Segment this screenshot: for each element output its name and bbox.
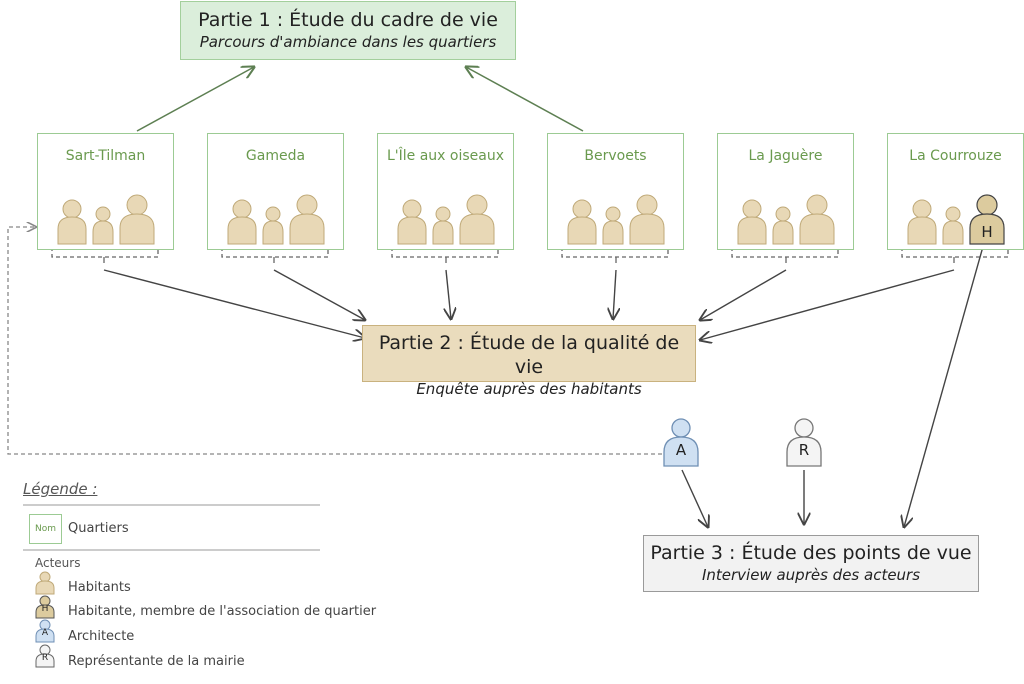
legend-actors-heading: Acteurs (35, 556, 81, 570)
arrow-sart-tilman-to-part1 (136, 67, 254, 132)
legend-representante-icon (35, 644, 55, 668)
part2-subtitle: Enquête auprès des habitants (416, 380, 642, 398)
habitants-group: H (907, 194, 1005, 245)
habitants-group (57, 194, 155, 245)
legend-habitante-icon (35, 595, 55, 619)
arrow-q5-to-part2 (700, 269, 787, 320)
part2-title: Partie 2 : Étude de la qualité de vie (378, 332, 680, 378)
quartier-box: La Jaguère (717, 133, 854, 250)
representante-letter: R (798, 441, 810, 459)
quartier-label: La Jaguère (748, 148, 823, 164)
quartier-box: Bervoets (547, 133, 684, 250)
quartier-label: Sart-Tilman (65, 148, 146, 164)
arrow-q1-to-part2 (103, 269, 365, 338)
habitante-letter: H (981, 223, 992, 241)
legend-architecte-icon (35, 619, 55, 643)
arrow-habitante-to-part3 (904, 242, 985, 527)
part3-box: Partie 3 : Étude des points de vue Inter… (643, 535, 979, 592)
arrow-q4-to-part2 (613, 269, 616, 319)
quartier-label: Gameda (245, 148, 306, 164)
legend-representante-label: Représentante de la mairie (68, 654, 245, 669)
legend-architecte-letter: A (41, 628, 49, 638)
legend-representante-letter: R (41, 653, 49, 663)
quartier-label: La Courrouze (909, 148, 1002, 164)
quartier-box: La Courrouze H (887, 133, 1024, 250)
arrow-q2-to-part2 (273, 269, 365, 320)
quartier-label: Bervoets (584, 148, 647, 164)
legend-title: Légende : (23, 480, 98, 498)
part3-title: Partie 3 : Étude des points de vue (650, 542, 972, 564)
legend-architecte-label: Architecte (68, 629, 135, 644)
quartier-box: Gameda (207, 133, 344, 250)
arrow-q6-to-part2 (700, 269, 955, 340)
legend-habitante-letter: H (41, 604, 49, 614)
habitant-brackets (51, 247, 1009, 258)
legend-nom-sample: Nom (29, 514, 62, 544)
part1-subtitle: Parcours d'ambiance dans les quartiers (199, 33, 497, 51)
legend-habitante-label: Habitante, membre de l'association de qu… (68, 604, 377, 619)
habitante-figure: H (969, 194, 1005, 245)
habitants-group (737, 194, 835, 245)
legend-habitants-label: Habitants (68, 580, 131, 595)
part2-box: Partie 2 : Étude de la qualité de vie En… (362, 325, 696, 398)
habitants-group (397, 194, 495, 245)
quartier-box: L'Île aux oiseaux (377, 133, 514, 250)
part3-subtitle: Interview auprès des acteurs (701, 566, 921, 584)
arrow-architecte-to-part3 (681, 469, 708, 527)
arrow-q3-to-part2 (446, 269, 451, 319)
architecte-letter: A (675, 441, 687, 459)
legend-quartiers-label: Quartiers (68, 521, 129, 536)
part1-title: Partie 1 : Étude du cadre de vie (198, 9, 498, 31)
habitants-group (227, 194, 325, 245)
quartier-label: L'Île aux oiseaux (386, 148, 505, 164)
arrow-bervoets-to-part1 (466, 67, 584, 132)
habitants-group (567, 194, 665, 245)
architecte-figure (663, 418, 699, 467)
legend-habitant-icon (35, 571, 55, 595)
quartier-box: Sart-Tilman (37, 133, 174, 250)
part1-box: Partie 1 : Étude du cadre de vie Parcour… (180, 1, 516, 60)
representante-figure (786, 418, 822, 467)
